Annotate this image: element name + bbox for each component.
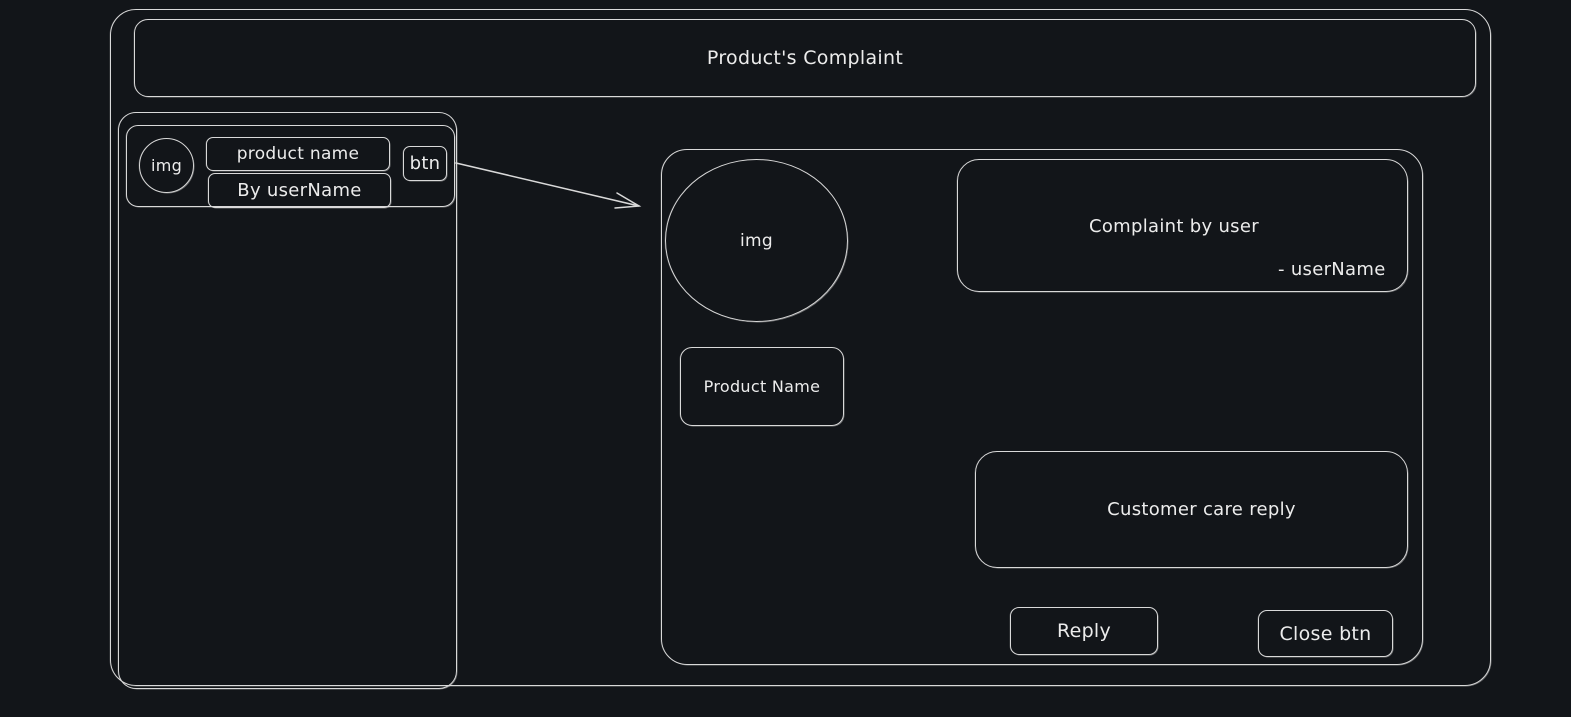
close-button-label: Close btn [1279, 622, 1372, 645]
detail-image-placeholder: img [665, 159, 848, 322]
list-product-name: product name [206, 137, 390, 171]
reply-text: Customer care reply [1107, 499, 1296, 520]
complaint-text: Complaint by user [1089, 216, 1259, 237]
complaint-detail-panel [661, 149, 1423, 665]
reply-button[interactable]: Reply [1010, 607, 1158, 655]
product-image-placeholder: img [139, 138, 194, 193]
page-title: Product's Complaint [706, 47, 904, 69]
title-bar: Product's Complaint [134, 19, 1476, 97]
customer-care-reply-box: Customer care reply [975, 451, 1408, 568]
detail-image-label: img [740, 230, 773, 251]
reply-button-label: Reply [1056, 620, 1112, 642]
image-placeholder-label: img [150, 156, 183, 175]
complaint-list-sidebar [118, 112, 457, 689]
list-author-label: By userName [237, 180, 362, 201]
complaint-list-item[interactable] [126, 125, 455, 207]
complaint-author: - userName [1278, 259, 1386, 280]
app-frame [110, 9, 1491, 686]
close-button[interactable]: Close btn [1258, 610, 1393, 657]
complaint-message-box: Complaint by user - userName [957, 159, 1408, 292]
list-item-button[interactable]: btn [403, 146, 447, 181]
list-product-name-label: product name [236, 144, 360, 164]
detail-product-name-label: Product Name [703, 377, 821, 396]
list-author: By userName [208, 173, 391, 208]
list-item-button-label: btn [409, 153, 441, 174]
detail-product-name: Product Name [680, 347, 844, 426]
